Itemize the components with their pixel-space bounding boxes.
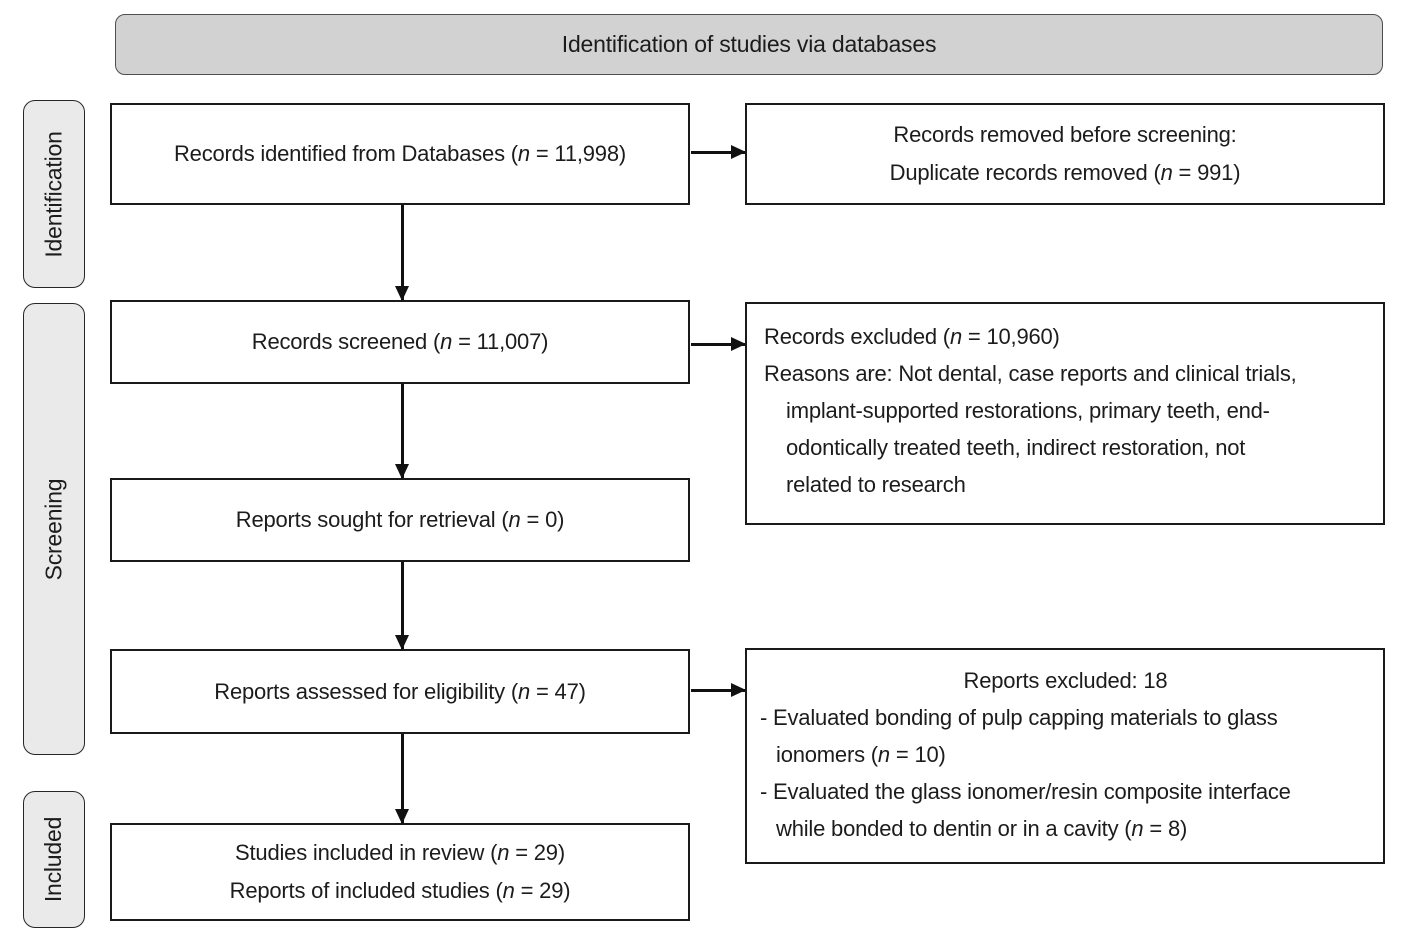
box-reports-sought: Reports sought for retrieval (n = 0) bbox=[110, 478, 690, 562]
line-text: Records excluded ( bbox=[764, 324, 950, 349]
box-reports-assessed: Reports assessed for eligibility (n = 47… bbox=[110, 649, 690, 734]
box-line: - Evaluated the glass ionomer/resin comp… bbox=[760, 773, 1371, 810]
line-text: = 47) bbox=[530, 678, 586, 704]
stage-label-identification: Identification bbox=[23, 100, 85, 288]
arrow-identified-to-removed bbox=[691, 151, 745, 154]
line-text: = 10,960) bbox=[961, 324, 1060, 349]
box-line: Studies included in review (n = 29) bbox=[235, 834, 565, 872]
box-line: Records identified from Databases (n = 1… bbox=[174, 135, 626, 173]
n-italic: n bbox=[518, 678, 531, 704]
arrow-screened-to-sought bbox=[401, 384, 404, 478]
arrow-screened-to-excluded bbox=[691, 343, 745, 346]
line-text: Studies included in review ( bbox=[235, 840, 498, 865]
line-text: = 29) bbox=[509, 840, 565, 865]
box-line: Reports assessed for eligibility (n = 47… bbox=[214, 673, 586, 711]
box-line: Records removed before screening: bbox=[893, 116, 1236, 154]
diagram-header-title: Identification of studies via databases bbox=[561, 31, 937, 57]
line-text: Duplicate records removed ( bbox=[889, 160, 1161, 185]
line-text: = 8) bbox=[1143, 816, 1188, 841]
line-text: Reports assessed for eligibility ( bbox=[214, 678, 519, 704]
box-line: Reports of included studies (n = 29) bbox=[230, 872, 571, 910]
stage-label-included-text: Included bbox=[40, 816, 67, 903]
stage-label-screening-text: Screening bbox=[40, 478, 67, 580]
box-line: implant-supported restorations, primary … bbox=[764, 392, 1369, 429]
line-text: Reports sought for retrieval ( bbox=[235, 507, 509, 532]
box-line: - Evaluated bonding of pulp capping mate… bbox=[760, 699, 1371, 736]
n-italic: n bbox=[949, 324, 962, 349]
box-line: related to research bbox=[764, 466, 1369, 503]
line-text: = 11,998) bbox=[529, 141, 627, 166]
box-line: Records screened (n = 11,007) bbox=[251, 323, 549, 361]
line-text: Records removed before screening: bbox=[893, 122, 1237, 147]
line-text: Reports of included studies ( bbox=[229, 878, 503, 903]
stage-label-identification-text: Identification bbox=[40, 130, 67, 258]
box-records-removed: Records removed before screening: Duplic… bbox=[745, 103, 1385, 205]
line-text: = 10) bbox=[889, 742, 946, 767]
arrow-assessed-to-excluded bbox=[691, 689, 745, 692]
box-line: odontically treated teeth, indirect rest… bbox=[764, 429, 1369, 466]
box-line: ionomers (n = 10) bbox=[760, 736, 1371, 773]
box-line: Records excluded (n = 10,960) bbox=[764, 318, 1369, 355]
line-text: = 991) bbox=[1172, 160, 1241, 185]
box-reports-excluded: Reports excluded: 18 - Evaluated bonding… bbox=[745, 648, 1385, 864]
stage-label-screening: Screening bbox=[23, 303, 85, 755]
n-italic: n bbox=[497, 840, 510, 865]
line-text: Records identified from Databases ( bbox=[173, 141, 518, 166]
diagram-header: Identification of studies via databases bbox=[115, 14, 1383, 75]
n-italic: n bbox=[502, 878, 515, 903]
line-text: Reasons are: Not dental, case reports an… bbox=[764, 361, 1297, 386]
n-italic: n bbox=[517, 141, 530, 166]
box-title-line: Reports excluded: 18 bbox=[760, 662, 1371, 699]
stage-label-included: Included bbox=[23, 791, 85, 928]
n-italic: n bbox=[877, 742, 890, 767]
n-italic: n bbox=[508, 507, 521, 532]
line-text: = 0) bbox=[520, 507, 565, 532]
line-text: = 29) bbox=[514, 878, 571, 903]
line-text: implant-supported restorations, primary … bbox=[786, 398, 1270, 423]
line-text: while bonded to dentin or in a cavity ( bbox=[776, 816, 1132, 841]
box-records-identified: Records identified from Databases (n = 1… bbox=[110, 103, 690, 205]
box-line: Duplicate records removed (n = 991) bbox=[890, 154, 1241, 192]
arrow-assessed-to-included bbox=[401, 734, 404, 823]
line-text: Records screened ( bbox=[251, 329, 441, 354]
line-text: Reports excluded: 18 bbox=[963, 668, 1168, 693]
arrow-identified-to-screened bbox=[401, 205, 404, 300]
n-italic: n bbox=[1160, 160, 1173, 185]
arrow-sought-to-assessed bbox=[401, 562, 404, 649]
line-text: - Evaluated bonding of pulp capping mate… bbox=[760, 705, 1278, 730]
box-records-excluded: Records excluded (n = 10,960) Reasons ar… bbox=[745, 302, 1385, 525]
box-studies-included: Studies included in review (n = 29) Repo… bbox=[110, 823, 690, 921]
box-line: while bonded to dentin or in a cavity (n… bbox=[760, 810, 1371, 847]
line-text: related to research bbox=[786, 472, 966, 497]
line-text: odontically treated teeth, indirect rest… bbox=[786, 435, 1246, 460]
line-text: = 11,007) bbox=[452, 329, 549, 354]
line-text: ionomers ( bbox=[776, 742, 878, 767]
line-text: - Evaluated the glass ionomer/resin comp… bbox=[760, 779, 1291, 804]
box-line: Reasons are: Not dental, case reports an… bbox=[764, 355, 1369, 392]
n-italic: n bbox=[1131, 816, 1144, 841]
n-italic: n bbox=[440, 329, 453, 354]
box-records-screened: Records screened (n = 11,007) bbox=[110, 300, 690, 384]
box-line: Reports sought for retrieval (n = 0) bbox=[235, 501, 565, 539]
